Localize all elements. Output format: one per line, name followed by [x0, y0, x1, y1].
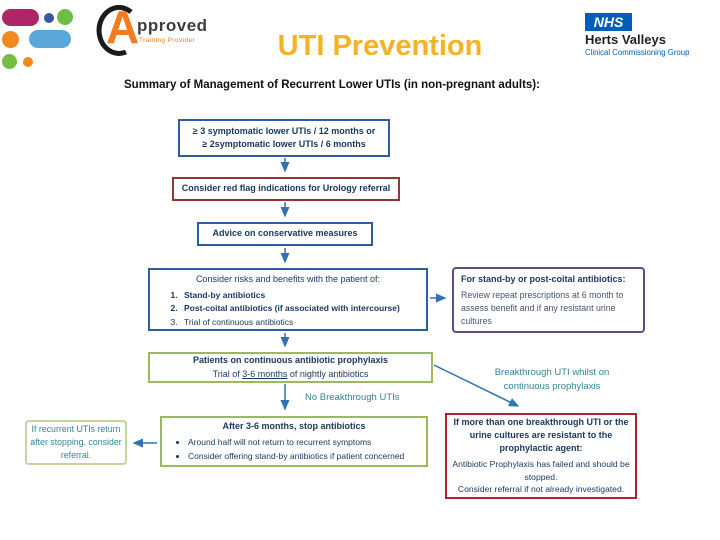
conservative-text: Advice on conservative measures	[212, 228, 358, 239]
logo-shape-green-circle	[57, 9, 73, 25]
box-stop-antibiotics: After 3-6 months, stop antibiotics Aroun…	[160, 416, 428, 467]
prophylaxis-heading: Patients on continuous antibiotic prophy…	[192, 355, 389, 366]
failed-heading: If more than one breakthrough UTI or the…	[453, 417, 629, 454]
failed-body1: Antibiotic Prophylaxis has failed and sh…	[452, 459, 630, 482]
page-title: UTI Prevention	[277, 30, 483, 62]
box-standby-review: For stand-by or post-coital antibiotics:…	[452, 267, 645, 333]
swoosh-icon	[96, 5, 133, 56]
prophylaxis-line2-suffix: of nightly antibiotics	[287, 368, 369, 379]
nhs-org-name: Herts Valleys	[585, 32, 666, 47]
options-heading: Consider risks and benefits with the pat…	[195, 274, 381, 284]
no-breakthrough-label: No Breakthrough UTIs	[305, 392, 400, 403]
box-red-flag: Consider red flag indications for Urolog…	[172, 177, 400, 201]
box-prophylaxis-failed: If more than one breakthrough UTI or the…	[445, 413, 637, 499]
logo-shape-orange-pill	[2, 31, 19, 48]
nhs-logo-mark: NHS	[585, 13, 632, 31]
stop-bullet-2: Consider offering stand-by antibiotics i…	[188, 450, 424, 462]
box-return-referral: If recurrent UTIs return after stopping,…	[25, 420, 127, 465]
box-conservative-measures: Advice on conservative measures	[197, 222, 373, 246]
criteria-line1: ≥ 3 symptomatic lower UTIs / 12 months o…	[192, 125, 376, 136]
box-continuous-prophylaxis: Patients on continuous antibiotic prophy…	[148, 352, 433, 383]
breakthrough-label: Breakthrough UTI whilst on continuous pr…	[494, 367, 610, 393]
nhs-logo: NHS Herts Valleys Clinical Commissioning…	[585, 13, 715, 57]
approved-logo-tagline: Training Provider	[139, 37, 196, 44]
logo-shape-orange-dot	[23, 57, 33, 67]
nhs-group-name: Clinical Commissioning Group	[585, 48, 690, 57]
logo-shape-magenta-pill	[2, 9, 39, 26]
logo-shape-blue-pill	[29, 30, 71, 48]
approved-training-provider-logo: A pproved Training Provider	[93, 3, 263, 65]
prophylaxis-line2-duration: 3-6 months	[242, 368, 288, 379]
logo-shape-green-pill	[2, 54, 17, 69]
box-treatment-options: Consider risks and benefits with the pat…	[148, 268, 428, 331]
logo-shape-blue-dot	[44, 13, 54, 23]
option-item-2: Post-coital antibiotics (if associated w…	[180, 302, 422, 314]
stop-heading: After 3-6 months, stop antibiotics	[222, 421, 366, 432]
option-item-3: Trial of continuous antibiotics	[180, 316, 422, 328]
flowchart-heading: Summary of Management of Recurrent Lower…	[124, 79, 540, 91]
standby-review-body: Review repeat prescriptions at 6 month t…	[461, 290, 624, 326]
option-item-1: Stand-by antibiotics	[180, 289, 422, 301]
approved-logo-text: pproved	[137, 16, 208, 35]
prophylaxis-line2: Trial of 3-6 months of nightly antibioti…	[150, 368, 431, 381]
return-referral-text: If recurrent UTIs return after stopping,…	[30, 424, 122, 460]
standby-review-heading: For stand-by or post-coital antibiotics:	[461, 274, 626, 284]
box-recurrence-criteria: ≥ 3 symptomatic lower UTIs / 12 months o…	[178, 119, 390, 157]
stop-bullet-1: Around half will not return to recurrent…	[188, 436, 424, 448]
prophylaxis-line2-prefix: Trial of	[212, 368, 243, 379]
approved-logo-letter: A	[106, 1, 140, 53]
failed-body2: Consider referral if not already investi…	[457, 484, 625, 495]
criteria-line2: ≥ 2symptomatic lower UTIs / 6 months	[202, 139, 366, 149]
red-flag-text: Consider red flag indications for Urolog…	[181, 183, 391, 194]
